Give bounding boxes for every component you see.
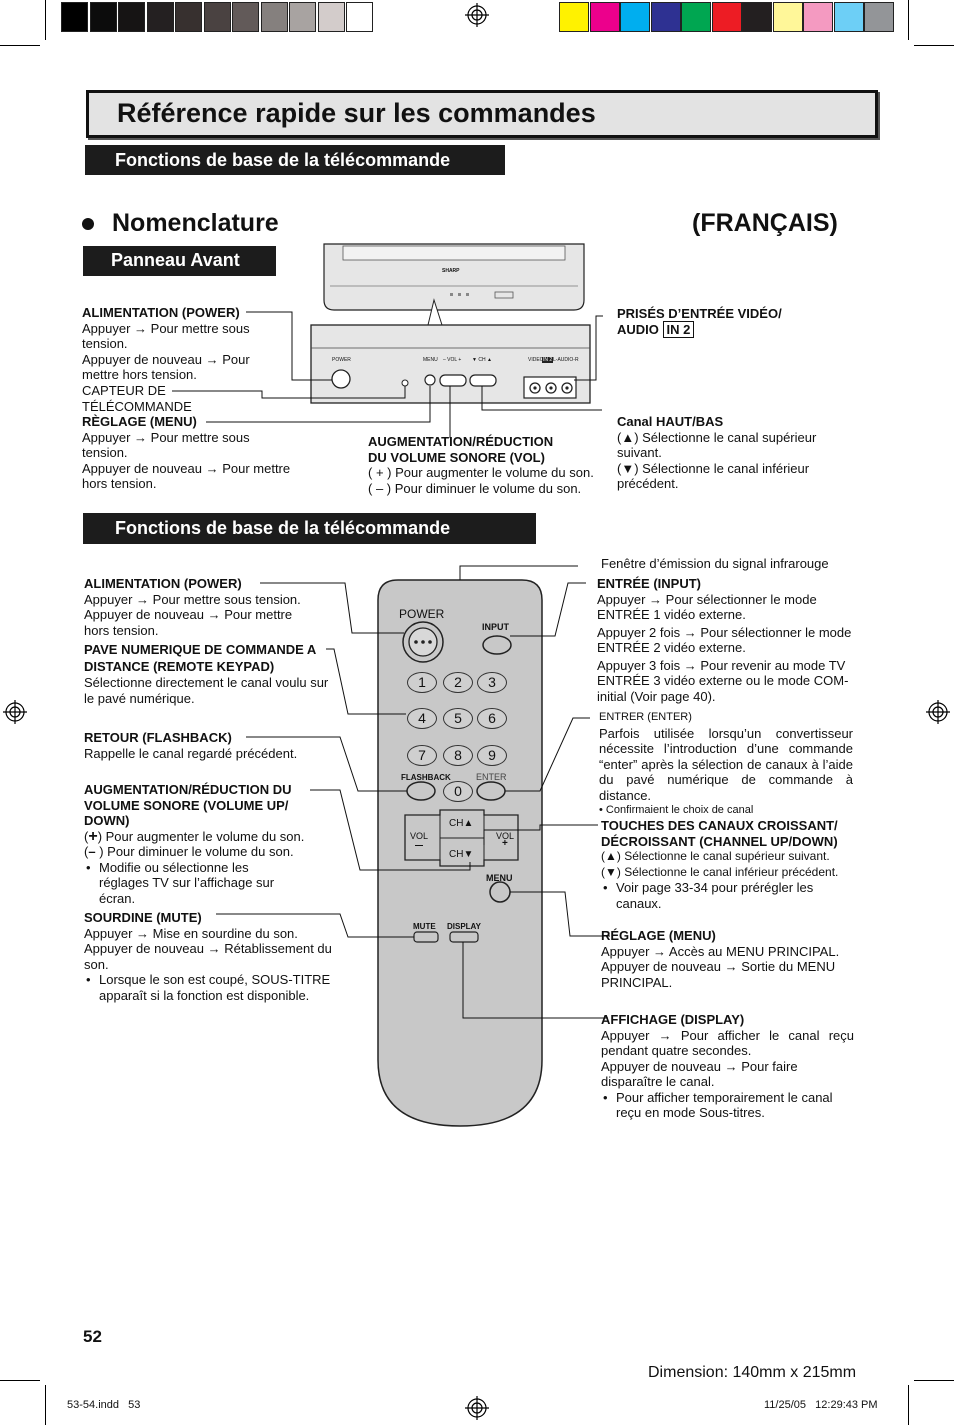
remote-key-0[interactable]: 0	[443, 781, 473, 802]
remote-key-4[interactable]: 4	[407, 708, 437, 729]
bullet-dot	[82, 218, 94, 230]
remote-vol-right-label: VOL	[496, 831, 515, 841]
crop-mark	[0, 45, 40, 46]
remote-display-label: DISPLAY	[447, 922, 481, 931]
tv-menu-label: MENU	[423, 357, 438, 363]
language-heading: (FRANÇAIS)	[692, 209, 838, 237]
front-menu-desc: RÈGLAGE (MENU) Appuyer → Pour mettre sou…	[82, 414, 291, 491]
remote-key-6[interactable]: 6	[477, 708, 507, 729]
page-title-box: Référence rapide sur les commandes	[86, 90, 878, 138]
down-triangle-icon: ▼	[605, 864, 617, 879]
process-color-bar	[0, 0, 954, 34]
ir-window-label: Fenêtre d’émission du signal infrarouge	[601, 556, 829, 571]
remote-vol-left-label: VOL	[410, 831, 429, 841]
page-number: 52	[83, 1327, 102, 1346]
process-swatch	[833, 2, 864, 32]
grayscale-swatch	[146, 2, 174, 32]
footer-date-info: 11/25/05 12:29:43 PM	[764, 1399, 878, 1411]
remote-ch-down-label: CH▼	[449, 849, 474, 860]
remote-section-header: Fonctions de base de la télécommande	[83, 513, 536, 544]
grayscale-color-bar	[0, 0, 400, 34]
left-mute-desc: SOURDINE (MUTE) Appuyer → Mise en sourdi…	[84, 910, 344, 1003]
vol-minus-sign	[415, 845, 423, 846]
tv-vol-label: – VOL +	[443, 357, 462, 363]
grayscale-swatch	[260, 2, 288, 32]
remote-key-2[interactable]: 2	[443, 672, 473, 693]
tv-video-label: VIDEO	[528, 357, 544, 363]
remote-key-1[interactable]: 1	[407, 672, 437, 693]
left-flashback-desc: RETOUR (FLASHBACK) Rappelle le canal reg…	[84, 730, 298, 761]
remote-ch-up-label: CH▲	[449, 818, 474, 829]
footer-file-info: 53-54.indd 53	[67, 1399, 141, 1411]
tv-brand-logo: SHARP	[442, 268, 460, 274]
page-title: Référence rapide sur les commandes	[117, 98, 596, 128]
grayscale-swatch	[289, 2, 316, 32]
process-swatch	[681, 2, 711, 32]
in2-badge: IN 2	[662, 320, 695, 338]
remote-key-7[interactable]: 7	[407, 745, 437, 766]
crop-mark	[914, 45, 954, 46]
process-swatch	[711, 2, 742, 32]
crop-mark	[45, 0, 46, 40]
section-header: Fonctions de base de la télécommande	[85, 145, 505, 175]
right-menu-desc: RÉGLAGE (MENU) Appuyer → Accès au MENU P…	[601, 928, 840, 990]
left-keypad-desc: PAVE NUMERIQUE DE COMMANDE A DISTANCE (R…	[84, 642, 329, 706]
front-input-desc: PRISÉS D’ENTRÉE VIDÉO/ AUDIO IN 2	[617, 306, 782, 338]
crop-mark	[908, 0, 909, 40]
tv-audio-label: L-AUDIO-R	[553, 357, 579, 363]
plus-symbol: +	[88, 827, 98, 845]
tv-power-label: POWER	[332, 357, 351, 363]
process-swatch	[650, 2, 681, 32]
grayscale-swatch	[61, 2, 88, 32]
front-sensor-label: CAPTEUR DE TÉLÉCOMMANDE	[82, 383, 192, 414]
remote-key-8[interactable]: 8	[443, 745, 473, 766]
right-display-desc: AFFICHAGE (DISPLAY) Appuyer → Pour affic…	[601, 1012, 854, 1121]
grayscale-swatch	[118, 2, 145, 32]
process-swatch	[589, 2, 620, 32]
remote-input-label: INPUT	[482, 622, 509, 632]
process-swatch	[559, 2, 589, 32]
up-triangle-icon: ▲	[605, 849, 617, 863]
process-swatch	[620, 2, 650, 32]
dimension-label: Dimension: 140mm x 215mm	[648, 1364, 857, 1381]
process-swatch	[772, 2, 803, 32]
process-swatch	[864, 2, 894, 32]
remote-menu-label: MENU	[486, 873, 513, 883]
grayscale-swatch	[175, 2, 202, 32]
crop-mark	[0, 1380, 40, 1381]
panel-label: Panneau Avant	[83, 246, 276, 276]
right-channel-desc: TOUCHES DES CANAUX CROISSANT/ DÉCROISSAN…	[601, 818, 861, 911]
process-swatch	[742, 2, 772, 32]
minus-symbol: –	[88, 844, 96, 859]
remote-enter-label: ENTER	[476, 772, 507, 782]
crop-mark	[908, 1385, 909, 1425]
grayscale-swatch	[203, 2, 231, 32]
front-vol-desc: AUGMENTATION/RÉDUCTION DU VOLUME SONORE …	[368, 434, 594, 496]
crop-mark	[45, 1385, 46, 1425]
tv-ch-label: ▼ CH ▲	[472, 357, 492, 363]
front-power-desc: ALIMENTATION (POWER) Appuyer → Pour mett…	[82, 305, 250, 382]
left-power-desc: ALIMENTATION (POWER) Appuyer → Pour mett…	[84, 576, 301, 638]
grayscale-swatch	[232, 2, 259, 32]
grayscale-swatch	[89, 2, 117, 32]
crop-mark	[914, 1380, 954, 1381]
remote-key-3[interactable]: 3	[477, 672, 507, 693]
process-swatch	[803, 2, 833, 32]
left-volume-desc: AUGMENTATION/RÉDUCTION DU VOLUME SONORE …	[84, 782, 344, 906]
right-enter-desc: ENTRER (ENTER) Parfois utilisée lorsqu’u…	[599, 711, 853, 816]
remote-key-5[interactable]: 5	[443, 708, 473, 729]
grayscale-swatch	[317, 2, 345, 32]
right-input-desc: ENTRÉE (INPUT) Appuyer → Pour sélectionn…	[597, 576, 852, 704]
remote-mute-label: MUTE	[413, 922, 436, 931]
remote-flashback-label: FLASHBACK	[401, 773, 451, 782]
nomenclature-heading: Nomenclature	[112, 209, 279, 237]
remote-power-label: POWER	[399, 607, 445, 621]
vol-plus-sign: +	[502, 838, 508, 849]
front-ch-desc: Canal HAUT/BAS (▲) Sélectionne le canal …	[617, 414, 817, 491]
grayscale-swatch	[346, 2, 373, 32]
remote-key-9[interactable]: 9	[477, 745, 507, 766]
tv-in2-label: IN 2	[542, 357, 554, 363]
